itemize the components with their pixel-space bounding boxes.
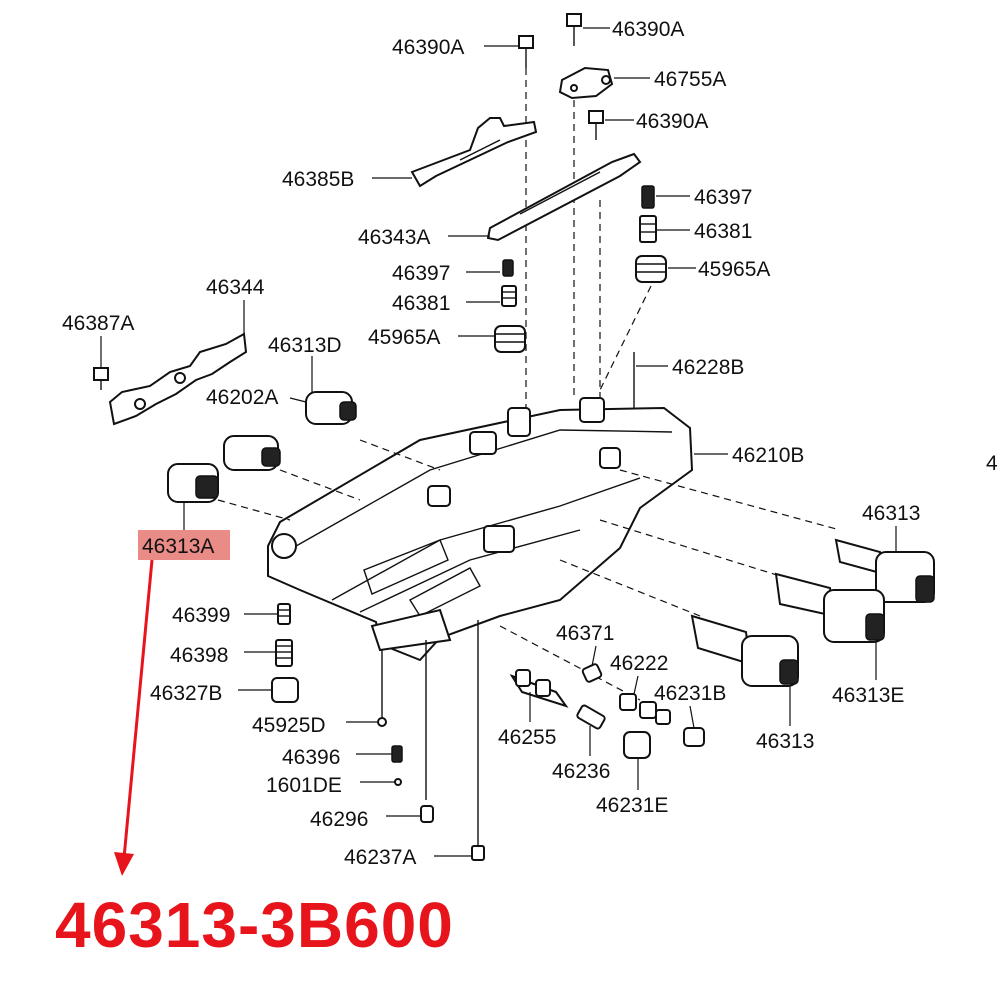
solenoid-46313-upper xyxy=(834,538,935,603)
valve-body-46210B xyxy=(267,397,694,662)
bolt-46387A xyxy=(93,367,109,390)
callout-46343A: 46343A xyxy=(358,226,430,249)
callout-46381-right: 46381 xyxy=(694,220,752,243)
spring-46396 xyxy=(391,745,403,763)
bracket-46344 xyxy=(108,332,248,426)
callout-45965A-right: 45965A xyxy=(698,258,770,281)
callout-46398: 46398 xyxy=(170,644,228,667)
bracket-46343A xyxy=(486,152,642,242)
callout-1601DE: 1601DE xyxy=(266,774,342,797)
callout-46396: 46396 xyxy=(282,746,340,769)
bolt-46390A-right xyxy=(588,110,604,420)
callout-46397-right: 46397 xyxy=(694,186,752,209)
callout-46313D: 46313D xyxy=(268,334,342,357)
callout-46390A-3: 46390A xyxy=(636,110,708,133)
plug-46237A xyxy=(471,845,485,861)
red-arrow xyxy=(114,559,154,876)
callout-edge-fragment: 4 xyxy=(986,452,998,475)
ball-1601DE xyxy=(394,778,402,786)
solenoid-46313A xyxy=(167,463,219,503)
callout-46399: 46399 xyxy=(172,604,230,627)
callout-46390A-2: 46390A xyxy=(612,18,684,41)
spring-46236 xyxy=(576,704,606,730)
bolt-46390A-left xyxy=(518,35,534,420)
spring-46397-right xyxy=(641,185,655,209)
spring-46398 xyxy=(275,639,293,667)
plug-46231B xyxy=(683,727,705,747)
callout-46344: 46344 xyxy=(206,276,265,299)
pin-46296 xyxy=(420,805,434,823)
bracket-46385B xyxy=(410,117,538,188)
bolt-46390A-top xyxy=(566,13,582,400)
callout-labels: 46390A 46390A 46755A 46390A 46385B 46397… xyxy=(62,18,998,869)
ball-45925D xyxy=(377,717,387,727)
spring-46399 xyxy=(277,603,291,625)
callout-45925D: 45925D xyxy=(252,714,326,737)
plug-45965A-right xyxy=(599,255,667,391)
solenoid-46313-lower xyxy=(690,614,799,687)
callout-46231E: 46231E xyxy=(596,794,668,817)
callout-46387A: 46387A xyxy=(62,312,134,335)
spring-46381-right xyxy=(639,215,657,243)
callout-46313A: 46313A xyxy=(142,535,214,558)
spring-46381-center xyxy=(501,285,517,307)
solenoid-46313D xyxy=(305,391,357,425)
callout-46381-center: 46381 xyxy=(392,292,450,315)
callout-46313-lower: 46313 xyxy=(756,730,814,753)
valve-body-arm xyxy=(370,608,479,848)
highlight-box xyxy=(138,530,230,560)
plug-46327B xyxy=(271,677,299,703)
plug-45965A-center xyxy=(494,325,526,353)
spring-46397-center xyxy=(502,259,514,277)
callout-46228B: 46228B xyxy=(672,356,744,379)
callout-46397-center: 46397 xyxy=(392,262,450,285)
callout-46237A: 46237A xyxy=(344,846,416,869)
callout-46313E: 46313E xyxy=(832,684,904,707)
plate-46755A xyxy=(558,66,614,100)
callout-45965A-center: 45965A xyxy=(368,326,440,349)
callout-46231B: 46231B xyxy=(654,682,726,705)
valve-46255 xyxy=(509,669,569,708)
callout-46313-upper: 46313 xyxy=(862,502,920,525)
callout-46390A-1: 46390A xyxy=(392,36,464,59)
leader-lines xyxy=(100,27,897,857)
callout-46755A: 46755A xyxy=(654,68,726,91)
solenoid-46202A xyxy=(223,435,281,471)
callout-46327B: 46327B xyxy=(150,682,222,705)
callout-46255: 46255 xyxy=(498,726,556,749)
callout-46296: 46296 xyxy=(310,808,368,831)
callout-46222: 46222 xyxy=(610,652,668,675)
callout-46371: 46371 xyxy=(556,622,614,645)
solenoid-46313E xyxy=(774,572,885,643)
highlighted-part-number: 46313-3B600 xyxy=(55,889,454,961)
spring-46371 xyxy=(581,663,603,683)
callout-46210B: 46210B xyxy=(732,444,804,467)
plug-46231E xyxy=(623,731,651,759)
callout-46202A: 46202A xyxy=(206,386,278,409)
callout-46236: 46236 xyxy=(552,760,610,783)
callout-46385B: 46385B xyxy=(282,168,354,191)
valve-46222 xyxy=(619,693,671,725)
